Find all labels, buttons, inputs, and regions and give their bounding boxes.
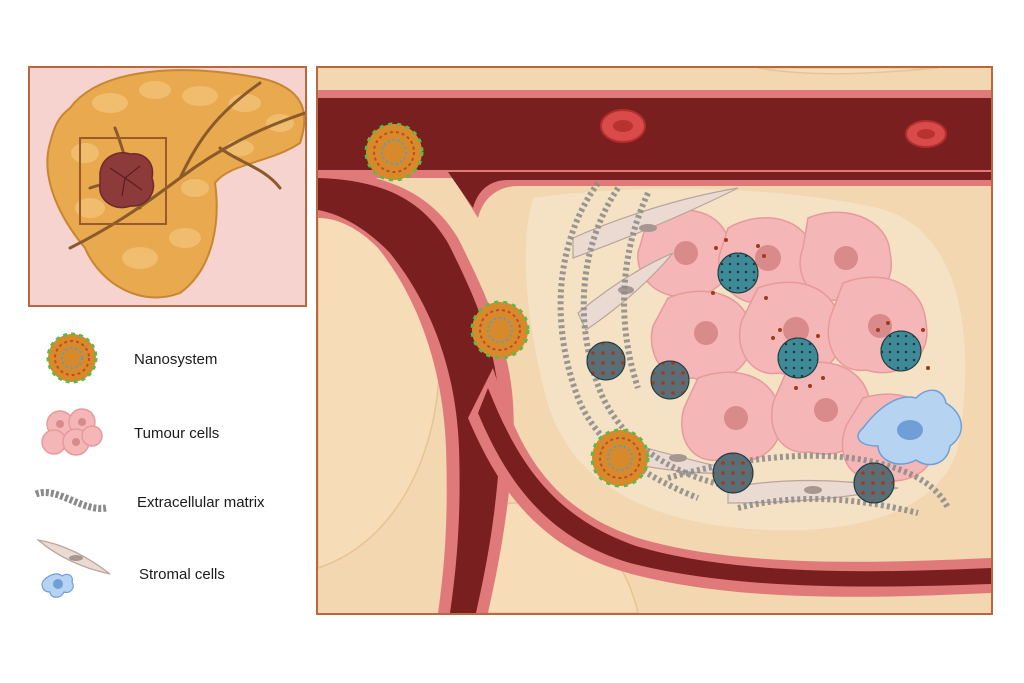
microenvironment-illustration [318,68,991,613]
legend-label-nanosystem: Nanosystem [134,351,218,368]
tumour-cells-icon [41,408,103,456]
legend-item-nanosystem [32,328,114,388]
nanosystem-icon [46,332,98,384]
extracellular-matrix-icon [34,489,107,512]
stromal-cells-icon [35,539,111,598]
released-drug-particles [711,238,930,390]
legend-label-tumour-cells: Tumour cells [134,425,220,442]
nanosystem-in-vessel [470,300,530,360]
drug-loaded-nanoparticles [586,252,922,504]
nanosystem-in-vessel [364,122,424,182]
nanosystem-extravasating [590,428,650,488]
legend-item-stromal-cells [32,534,114,606]
legend-label-stromal-cells: Stromal cells [139,566,225,583]
legend-label-extracellular-matrix: Extracellular matrix [137,494,265,511]
legend-item-tumour-cells [32,402,114,462]
pancreas-inset-panel [28,66,307,307]
legend-item-extracellular-matrix [32,472,114,532]
pancreas-illustration [46,69,305,299]
tumour-microenvironment-panel [316,66,993,615]
